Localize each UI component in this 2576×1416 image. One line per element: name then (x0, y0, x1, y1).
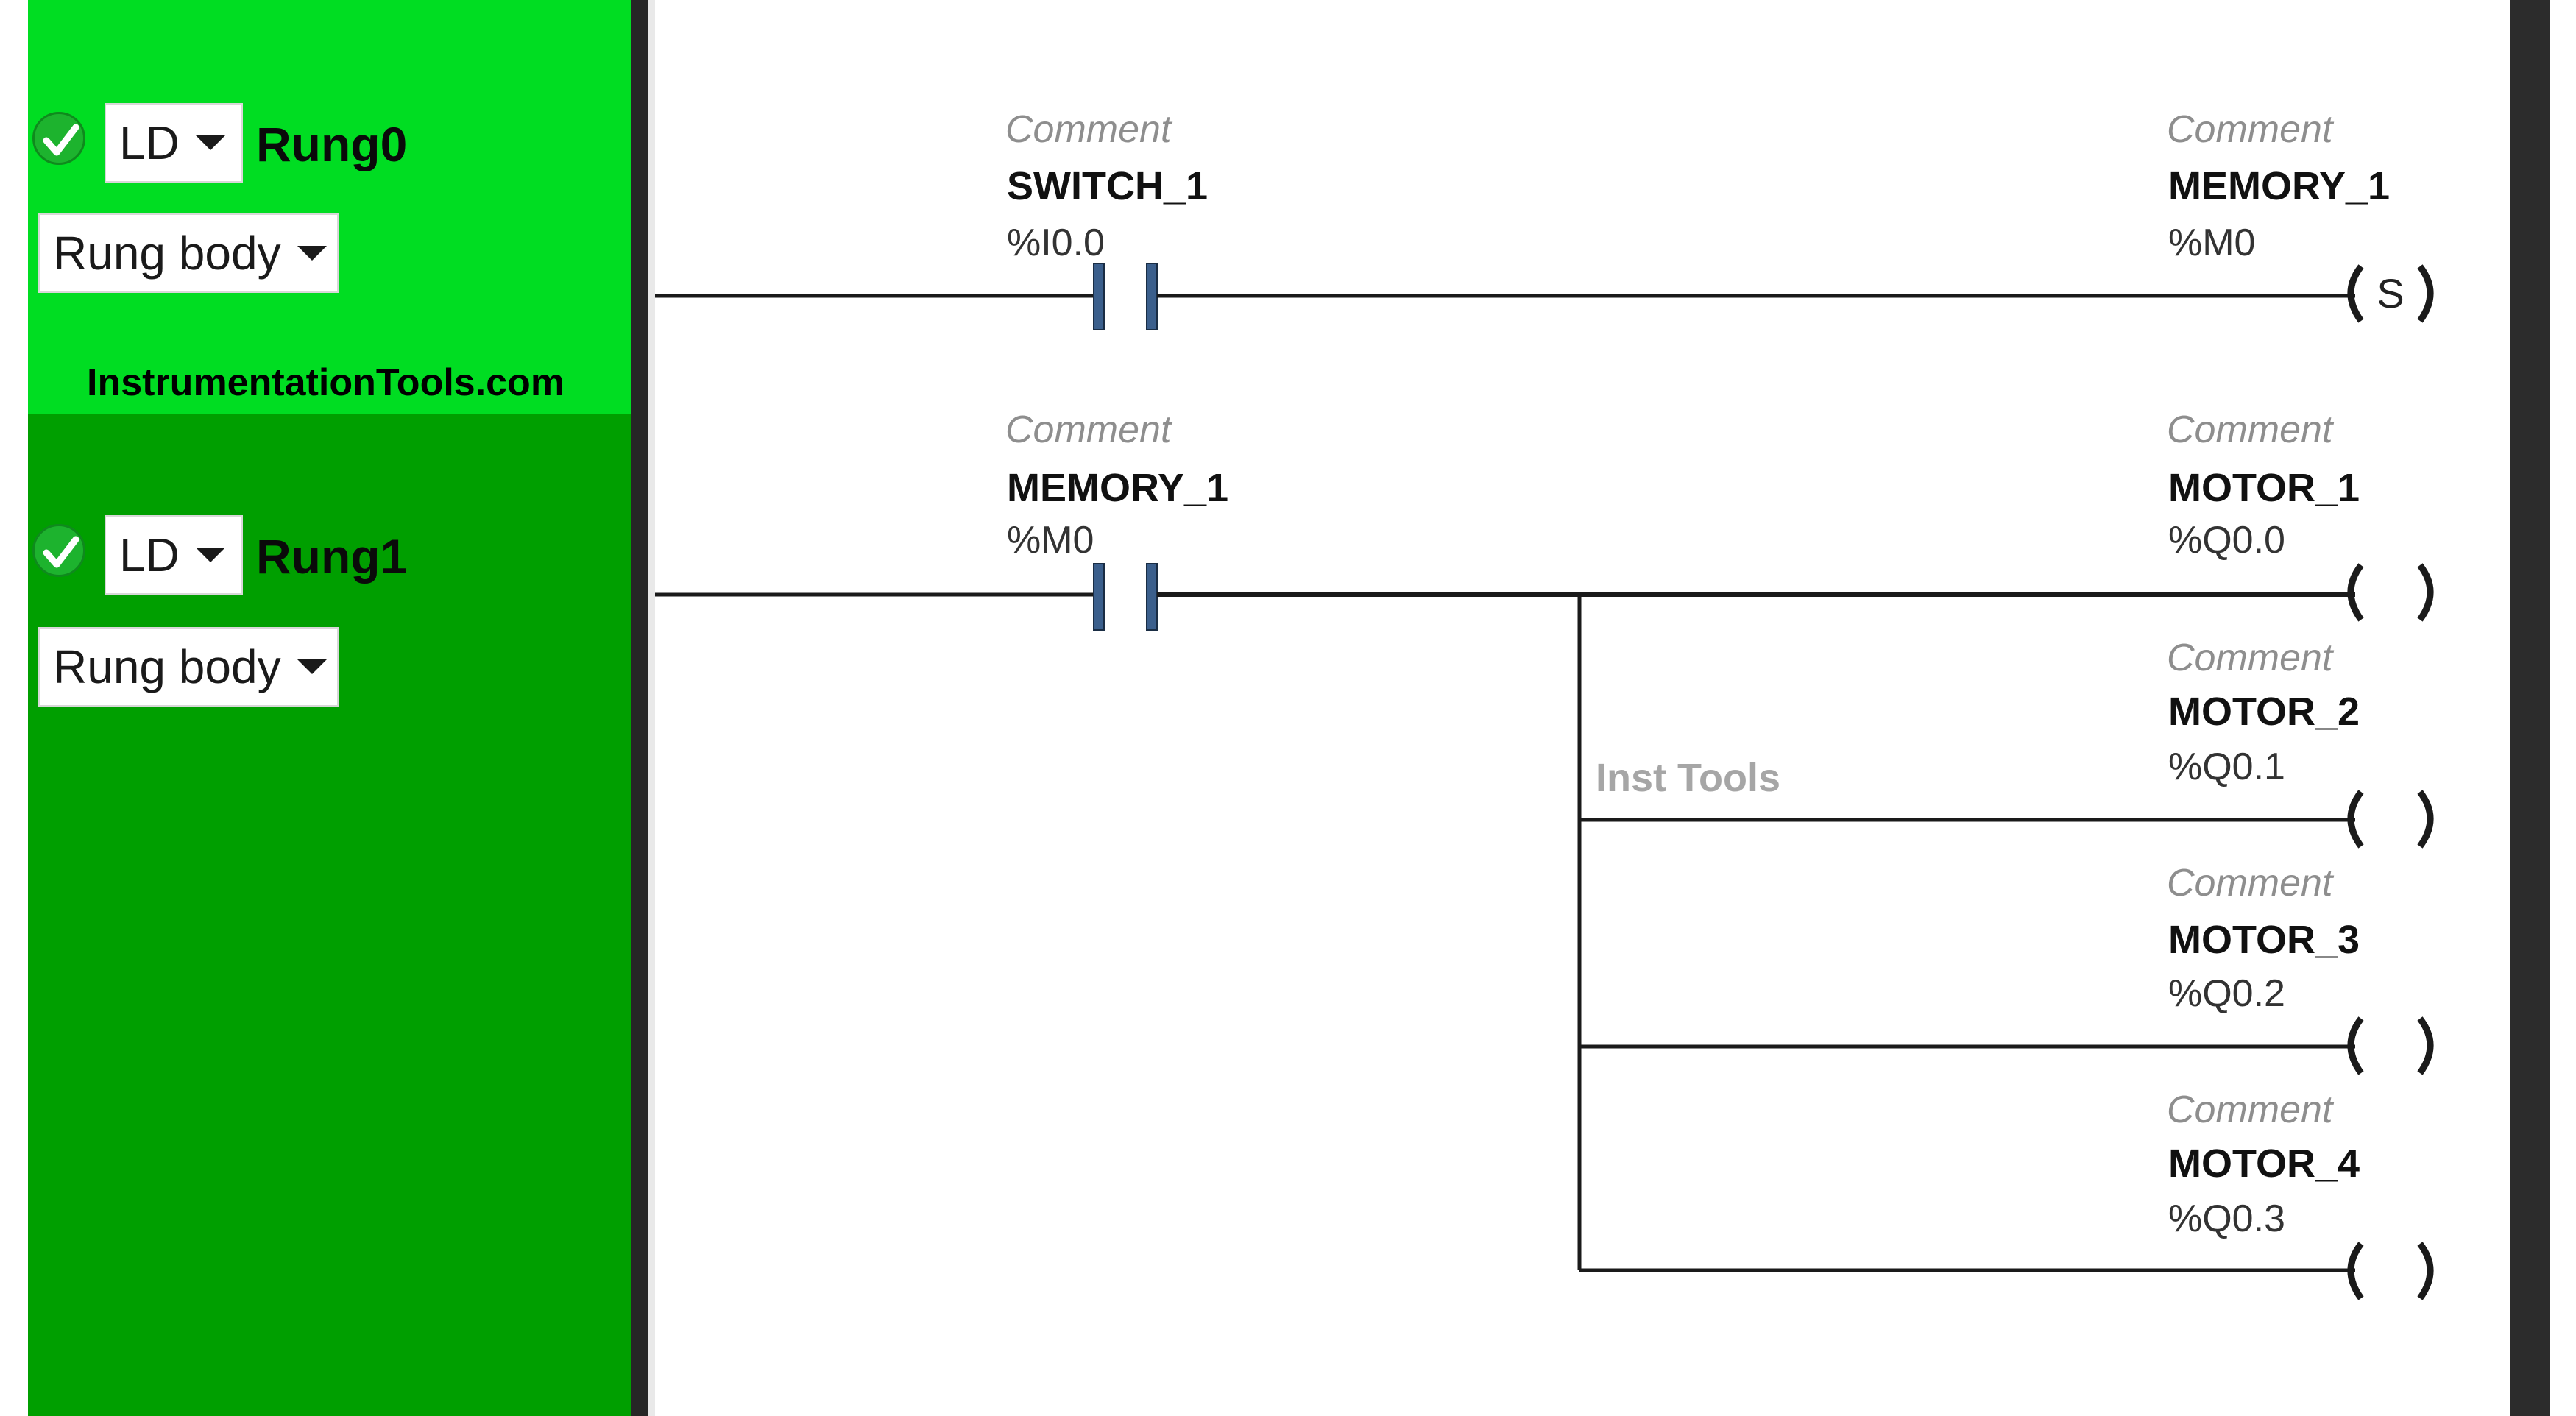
language-dropdown[interactable]: LD (105, 103, 243, 183)
coil-variable[interactable]: MOTOR_2 (2168, 690, 2360, 734)
coil-variable[interactable]: MEMORY_1 (2168, 164, 2391, 208)
section-dropdown[interactable]: Rung body (38, 627, 339, 707)
rung-title: Rung1 (256, 529, 408, 584)
right-edge (2550, 0, 2576, 1416)
contact-address[interactable]: %M0 (1007, 519, 1094, 562)
coil-address[interactable]: %Q0.3 (2168, 1197, 2285, 1240)
check-icon (32, 524, 85, 577)
coil-variable[interactable]: MOTOR_1 (2168, 466, 2360, 510)
language-value: LD (119, 116, 180, 169)
chevron-down-icon (297, 659, 327, 674)
chevron-down-icon (195, 135, 225, 150)
coil-address[interactable]: %Q0.0 (2168, 519, 2285, 562)
coil-variable[interactable]: MOTOR_3 (2168, 918, 2360, 962)
rung0-contact-bar-right (1146, 263, 1158, 330)
chevron-down-icon (297, 246, 327, 261)
motor3-coil-left (2347, 1016, 2364, 1075)
contact-variable[interactable]: SWITCH_1 (1007, 164, 1209, 208)
language-value: LD (119, 528, 180, 581)
left-edge (0, 0, 28, 1416)
check-icon (32, 112, 85, 165)
rung1-contact-bar-right (1146, 563, 1158, 631)
coil-address[interactable]: %Q0.1 (2168, 746, 2285, 788)
motor2-coil-right (2417, 790, 2434, 849)
motor1-coil-left (2347, 563, 2364, 622)
right-edge-bar (2510, 0, 2550, 1416)
rung-title: Rung0 (256, 117, 408, 171)
coil-comment[interactable]: Comment (2167, 1088, 2333, 1131)
language-dropdown[interactable]: LD (105, 515, 243, 595)
coil-comment[interactable]: Comment (2167, 862, 2333, 905)
coil-comment[interactable]: Comment (2167, 637, 2333, 679)
rung0-panel[interactable] (28, 0, 631, 414)
motor1-coil-right (2417, 563, 2434, 622)
motor4-coil-left (2347, 1242, 2364, 1300)
rung0-coil-left (2347, 264, 2364, 323)
section-value: Rung body (53, 640, 281, 693)
coil-address[interactable]: %M0 (2168, 222, 2256, 264)
section-dropdown[interactable]: Rung body (38, 213, 339, 293)
coil-type-symbol: S (2377, 270, 2404, 316)
site-watermark: InstrumentationTools.com (87, 361, 565, 404)
contact-comment[interactable]: Comment (1005, 408, 1172, 451)
panel-divider (631, 0, 648, 1416)
coil-variable[interactable]: MOTOR_4 (2168, 1141, 2360, 1186)
coil-comment[interactable]: Comment (2167, 108, 2333, 151)
motor3-coil-right (2417, 1016, 2434, 1075)
contact-variable[interactable]: MEMORY_1 (1007, 466, 1229, 510)
section-value: Rung body (53, 227, 281, 280)
contact-comment[interactable]: Comment (1005, 108, 1172, 151)
motor4-coil-right (2417, 1242, 2434, 1300)
coil-comment[interactable]: Comment (2167, 408, 2333, 451)
rung1-contact-bar-left (1093, 563, 1105, 631)
rung0-coil-right (2417, 264, 2434, 323)
rung0-contact-bar-left (1093, 263, 1105, 330)
contact-address[interactable]: %I0.0 (1007, 222, 1105, 264)
chevron-down-icon (195, 548, 225, 562)
motor2-coil-left (2347, 790, 2364, 849)
panel-divider-highlight (648, 0, 655, 1416)
diagram-watermark: Inst Tools (1596, 756, 1780, 800)
coil-address[interactable]: %Q0.2 (2168, 972, 2285, 1015)
